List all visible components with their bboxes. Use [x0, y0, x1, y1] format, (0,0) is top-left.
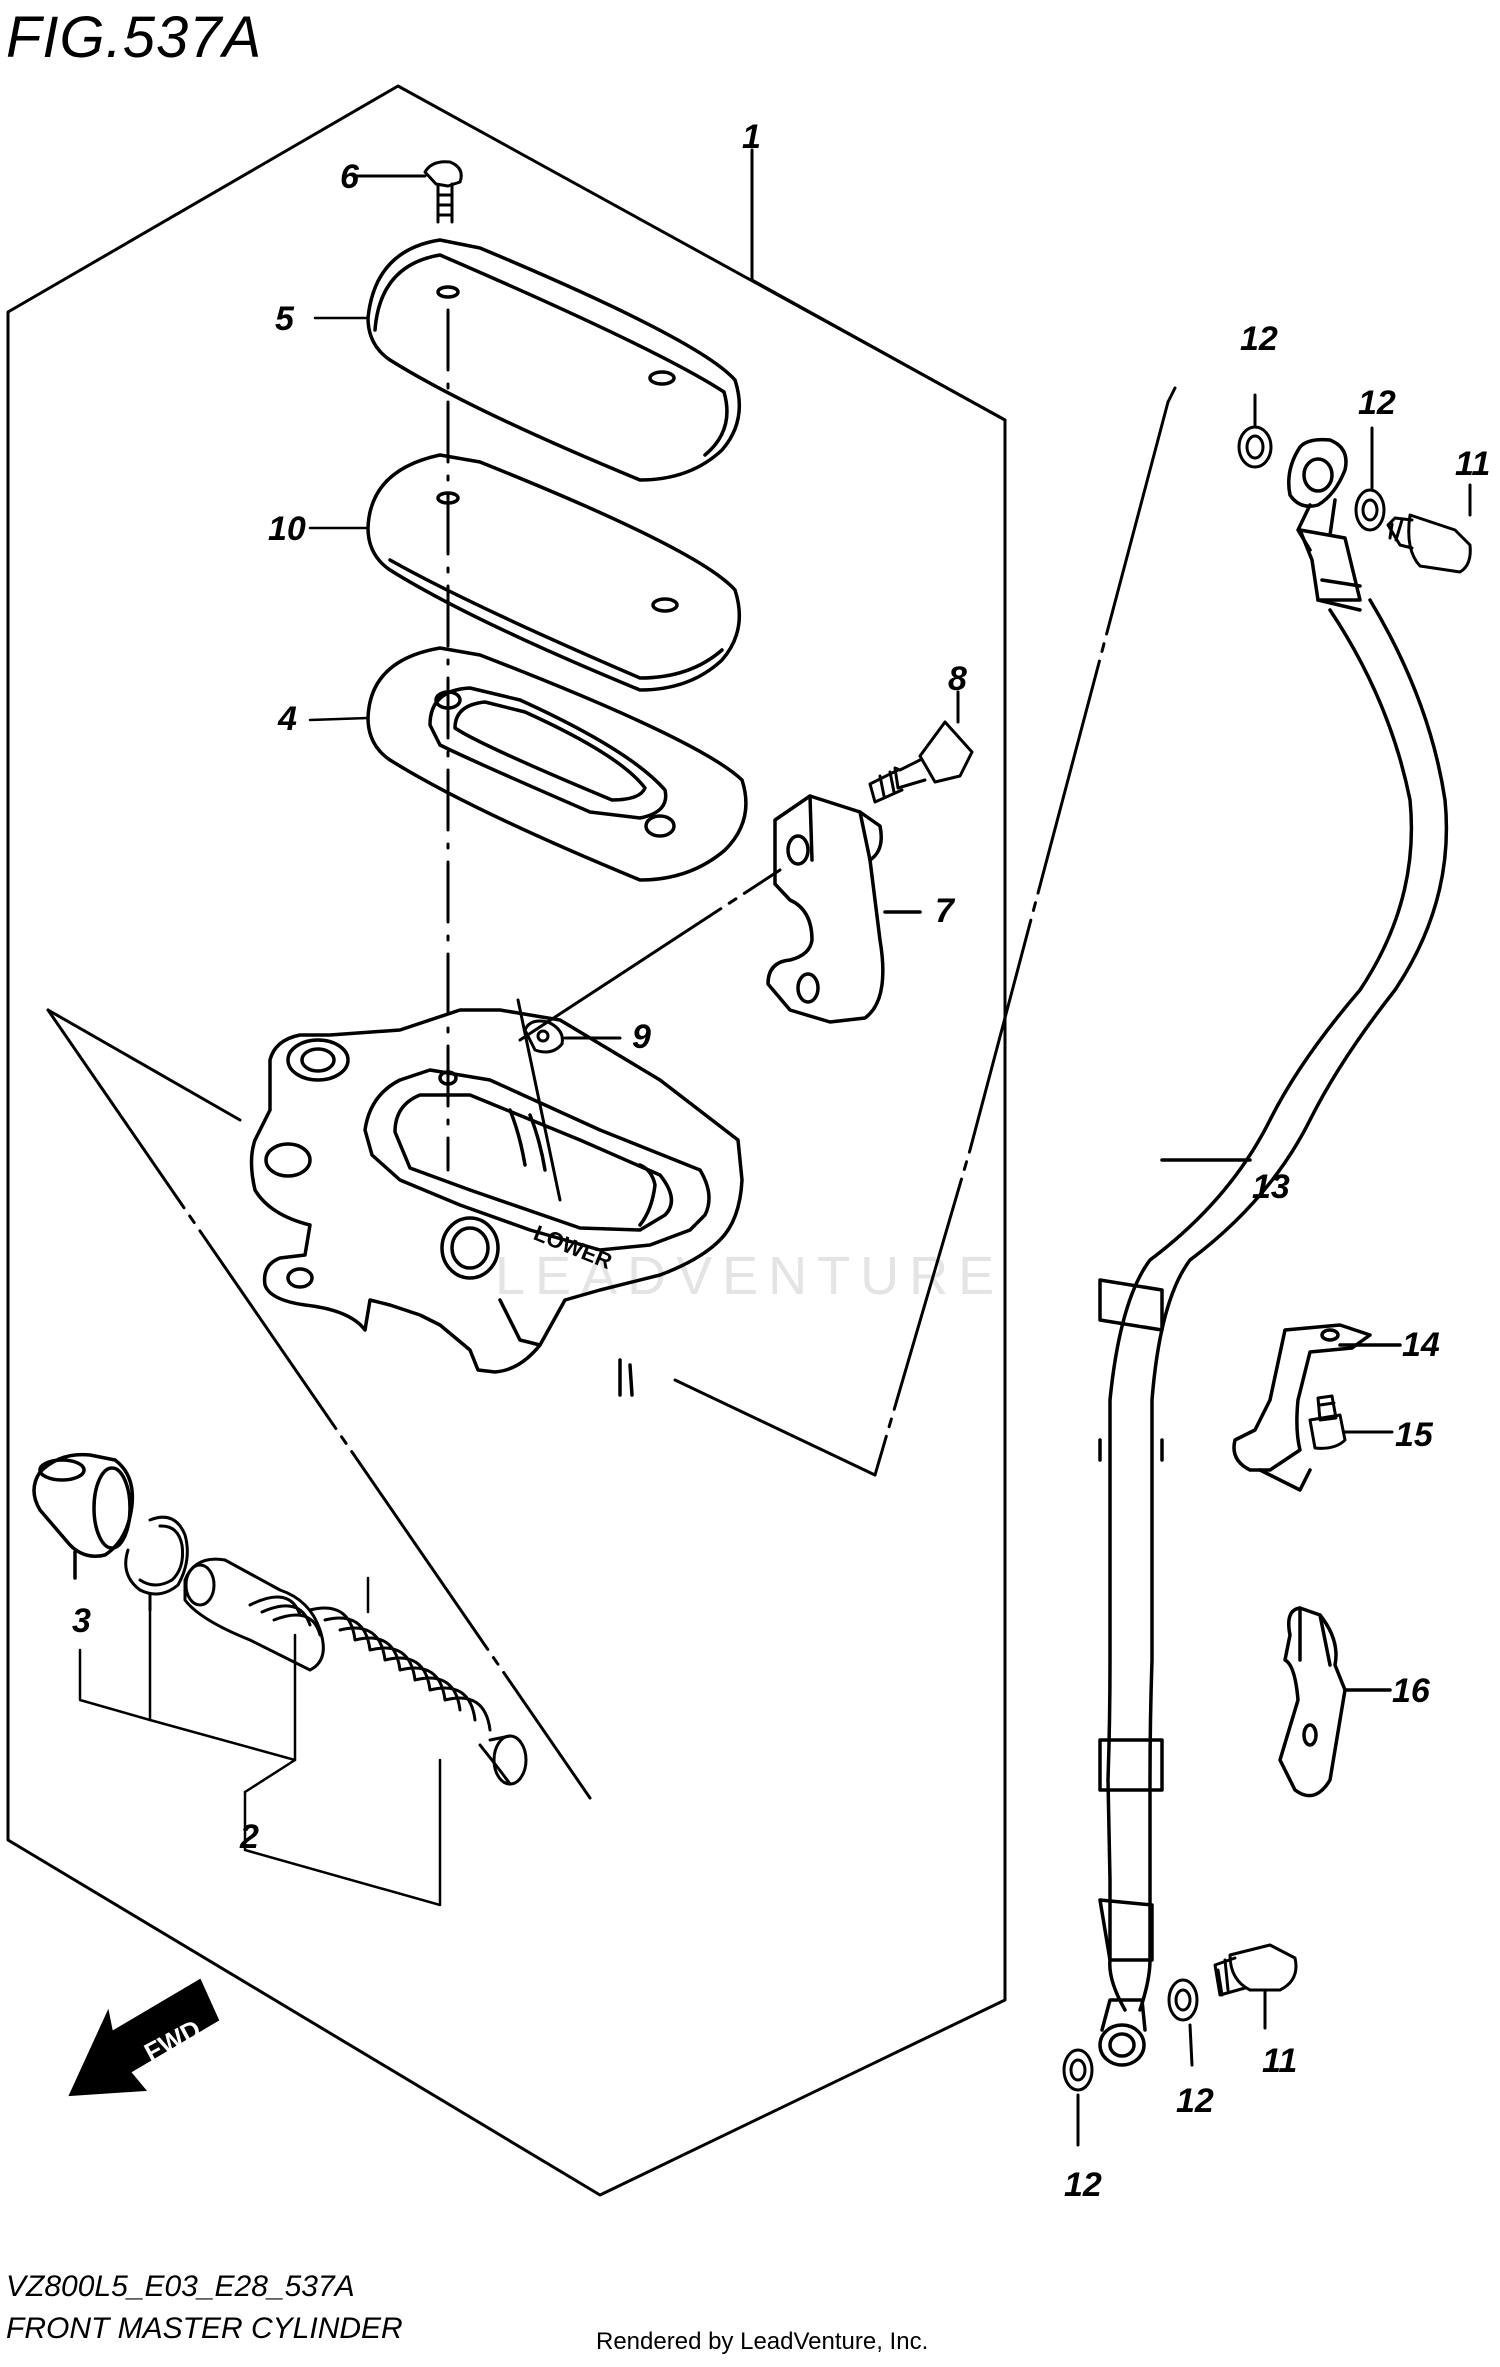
diagram-code: VZ800L5_E03_E28_537A [6, 2270, 355, 2303]
hose-clamp [1278, 1606, 1392, 1798]
brake-hose [1098, 437, 1449, 2067]
callout-12-d: 12 [1064, 2166, 1102, 2204]
diaphragm [366, 646, 748, 882]
diaphragm-plate [366, 453, 742, 692]
washer-12-a [1237, 393, 1273, 469]
callout-15: 15 [1395, 1416, 1434, 1454]
screw-6 [353, 160, 463, 224]
callout-5: 5 [275, 300, 295, 338]
bolt-8 [868, 690, 974, 804]
piston-boot [32, 1452, 135, 1580]
washer-12-b [1354, 426, 1386, 532]
banjo-bolt-top [1386, 483, 1472, 574]
circlip [124, 1515, 189, 1612]
callout-3: 3 [72, 1602, 91, 1640]
callout-14: 14 [1402, 1326, 1440, 1364]
callout-6: 6 [340, 158, 360, 196]
assembly-outline [6, 84, 1007, 2197]
callout-11-top: 11 [1455, 445, 1490, 483]
washer-12-d [1062, 2048, 1094, 2147]
callout-7: 7 [935, 892, 956, 930]
diagram-name: FRONT MASTER CYLINDER [6, 2312, 403, 2345]
callout-11-bottom: 11 [1262, 2042, 1297, 2080]
piston-spring-set [183, 1557, 528, 1786]
bracket-bolt [1308, 1394, 1394, 1450]
callout-12-c: 12 [1176, 2082, 1214, 2120]
hose-bracket [1232, 1323, 1402, 1492]
callout-16: 16 [1392, 1672, 1431, 1710]
leader-line-1 [750, 148, 1007, 422]
callout-13: 13 [1252, 1168, 1290, 1206]
callout-leaders [308, 316, 370, 1614]
callout-10: 10 [268, 510, 306, 548]
callout-12-b: 12 [1358, 384, 1396, 422]
reservoir-cover [366, 238, 742, 482]
callout-1: 1 [742, 118, 761, 156]
subassembly-guide-lines [46, 308, 1177, 1800]
handlebar-clamp [766, 794, 922, 1024]
master-cylinder-body [249, 1008, 744, 1397]
washer-12-c [1167, 1978, 1199, 2067]
callout-2: 2 [239, 1818, 259, 1856]
forward-direction-arrow: FWD [68, 1978, 220, 2097]
callout-8: 8 [948, 660, 967, 698]
render-credit: Rendered by LeadVenture, Inc. [596, 2328, 929, 2355]
banjo-bolt-bottom [1213, 1943, 1298, 2030]
figure-title: FIG.537A [6, 5, 263, 70]
part-group-bracket [78, 1608, 442, 1907]
callout-12-a: 12 [1240, 320, 1278, 358]
callout-9: 9 [632, 1018, 651, 1056]
callout-4: 4 [277, 700, 297, 738]
